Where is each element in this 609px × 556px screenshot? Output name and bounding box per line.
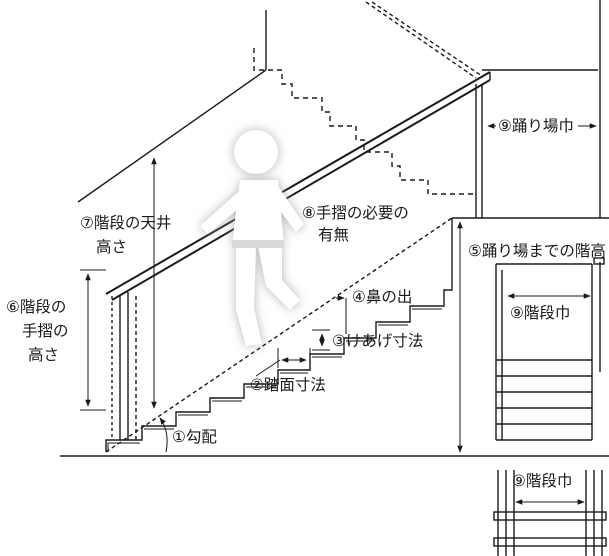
front-handrail-cap — [593, 257, 605, 265]
label-handrail-need-2: 有無 — [318, 226, 349, 244]
label-nosing: ④鼻の出 — [352, 288, 412, 306]
stair-profile — [105, 218, 453, 452]
person-head — [234, 130, 278, 174]
stair-plan-view — [493, 470, 607, 556]
ceiling-underside — [77, 69, 267, 203]
person-belt — [232, 240, 284, 248]
handrail-bottom — [111, 79, 491, 301]
label-ceiling-height-1: ⑦階段の天井 — [80, 214, 171, 232]
dim2-leader — [255, 359, 281, 377]
stair-front-view — [495, 257, 605, 441]
label-stair-width-top: ⑨階段巾 — [512, 472, 572, 490]
person-leg-right — [258, 246, 300, 310]
label-handrail-height-1: ⑥階段の — [6, 298, 66, 316]
person-leg-left — [236, 246, 262, 346]
person-arm-right — [272, 186, 304, 232]
upper-ceiling-dashed-1 — [365, 1, 477, 79]
label-handrail-height-3: 高さ — [28, 346, 59, 364]
tread-edges — [107, 308, 442, 452]
label-landing-height: ⑤踊り場までの階高 — [468, 242, 606, 260]
label-stair-width-front: ⑨階段巾 — [510, 304, 570, 322]
person-arm-left — [200, 192, 244, 234]
slope-arc — [159, 417, 168, 453]
upper-ceiling-dashed-2 — [371, 1, 483, 77]
label-riser: ③けあげ寸法 — [332, 332, 423, 350]
label-ceiling-height-2: 高さ — [96, 238, 127, 256]
label-handrail-height-2: 手摺の — [22, 322, 69, 340]
label-tread: ②踏面寸法 — [250, 376, 326, 394]
upper-stair-dashed — [253, 48, 476, 195]
plan-tread-1 — [493, 511, 607, 521]
label-slope: ①勾配 — [172, 428, 217, 446]
plan-tread-2 — [493, 537, 607, 547]
label-handrail-need-1: ⑧手摺の必要の — [302, 204, 409, 222]
person-figure — [200, 130, 304, 346]
person-torso — [232, 180, 284, 244]
label-landing-width: ⑨踊り場巾 — [498, 117, 574, 135]
handrail-top — [105, 71, 491, 295]
